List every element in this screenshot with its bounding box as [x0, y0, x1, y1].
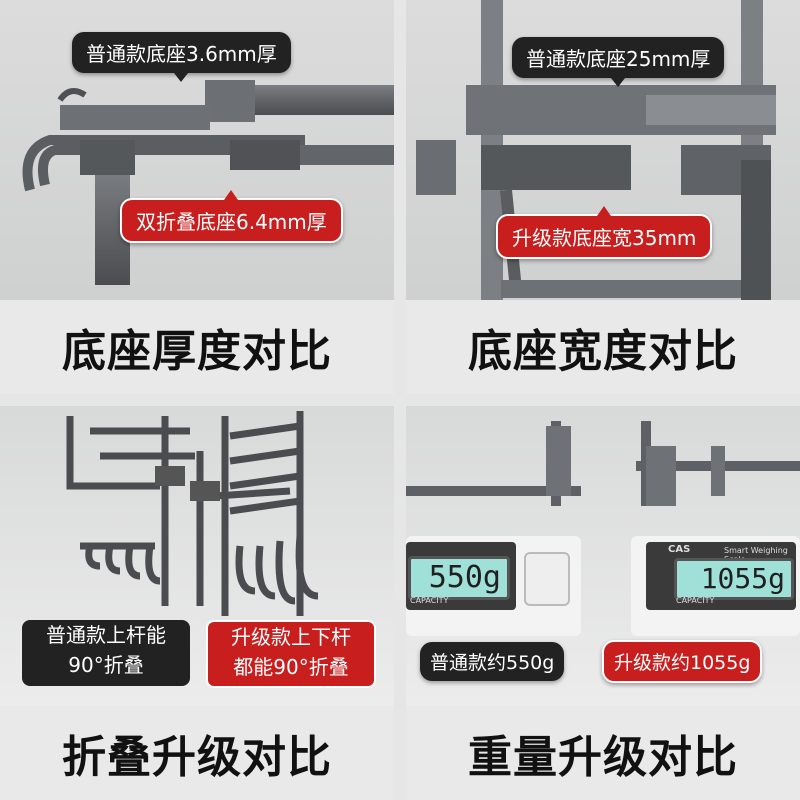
upgraded-folding-label: 升级款上下杆 都能90°折叠 [206, 620, 376, 688]
panel-base-thickness: 普通款底座3.6mm厚 双折叠底座6.4mm厚 底座厚度对比 [0, 0, 394, 394]
left-scale-capacity: CAPACITY [410, 596, 449, 605]
panel-title: 底座厚度对比 [62, 326, 332, 377]
right-scale-display: 1055g [674, 558, 794, 600]
panel-footer: 底座宽度对比 [406, 300, 800, 394]
upgraded-folding-line-1: 升级款上下杆 [231, 625, 351, 649]
panel-weight: 550g CAPACITY CAS Smart Weighing Scale 1… [406, 406, 800, 800]
scale-rack-illustration [406, 421, 800, 506]
normal-folding-line-1: 普通款上杆能 [46, 623, 166, 647]
left-scale-buttons [524, 552, 570, 606]
double-fold-base-thickness-label: 双折叠底座6.4mm厚 [120, 190, 343, 243]
right-scale-capacity: CAPACITY [676, 596, 715, 605]
normal-folding-line-2: 90°折叠 [68, 653, 144, 677]
panel-footer: 折叠升级对比 [0, 706, 394, 800]
panel-title: 重量升级对比 [468, 732, 738, 783]
rack-width-illustration [416, 0, 776, 300]
upgraded-weight-label: 升级款约1055g [602, 640, 763, 683]
panel-folding: 普通款上杆能 90°折叠 升级款上下杆 都能90°折叠 折叠升级对比 [0, 406, 394, 800]
panel-footer: 底座厚度对比 [0, 300, 394, 394]
panel-title: 底座宽度对比 [468, 326, 738, 377]
left-scale-display: 550g [408, 556, 510, 600]
normal-base-width-label: 普通款底座25mm厚 [512, 37, 725, 87]
panel-footer: 重量升级对比 [406, 706, 800, 800]
normal-weight-label: 普通款约550g [420, 642, 565, 681]
rack-base-illustration [22, 80, 394, 285]
normal-folding-label: 普通款上杆能 90°折叠 [22, 620, 190, 686]
panel-base-width: 普通款底座25mm厚 升级款底座宽35mm 底座宽度对比 [406, 0, 800, 394]
panel-title: 折叠升级对比 [62, 732, 332, 783]
upgraded-folding-line-2: 都能90°折叠 [233, 655, 349, 679]
right-scale-brand: CAS [668, 544, 691, 555]
normal-base-thickness-label: 普通款底座3.6mm厚 [72, 32, 291, 82]
upgraded-base-width-label: 升级款底座宽35mm [496, 206, 713, 259]
folding-rack-illustration [66, 411, 319, 616]
